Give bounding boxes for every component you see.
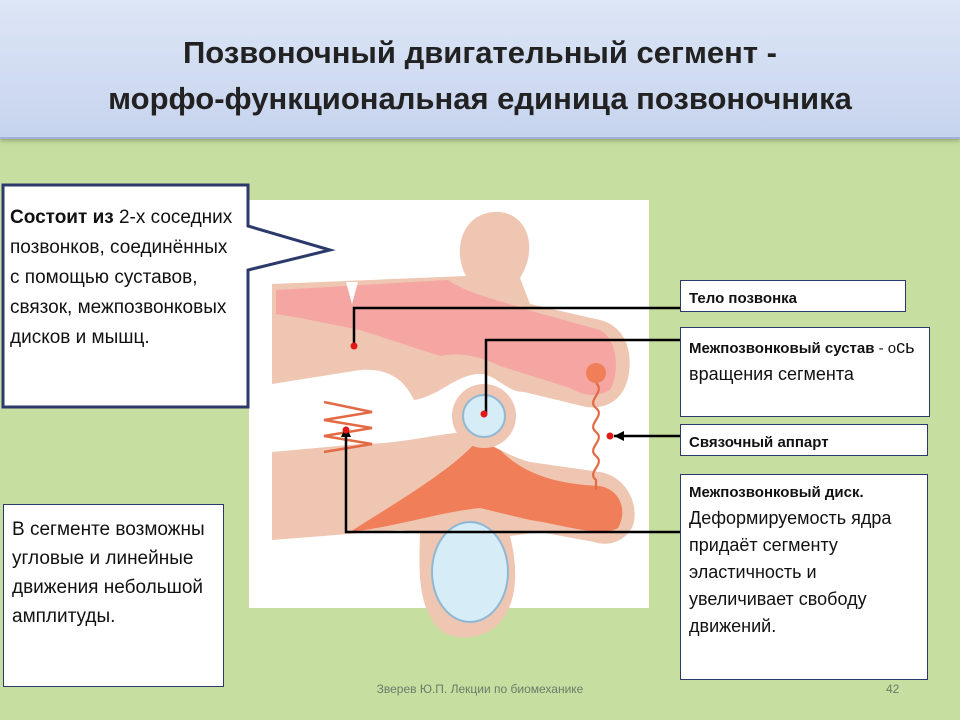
- label-vertebral-body-text: Тело позвонка: [689, 290, 797, 307]
- slide-title-line2: морфо-функциональная единица позвоночник…: [108, 81, 852, 116]
- callout-text: Состоит из 2-х соседних позвонков, соеди…: [10, 203, 240, 353]
- callout-bubble: [1, 183, 336, 409]
- title-banner: Позвоночный двигательный сегмент - морфо…: [0, 0, 960, 139]
- label-disc-rest: Деформируемость ядра придаёт сегменту эл…: [689, 508, 892, 636]
- ligament-arrowhead: [614, 431, 624, 441]
- label-facet-joint: Межпозвонковый сустав - ось вращения сег…: [680, 327, 930, 417]
- slide-title-line1: Позвоночный двигательный сегмент -: [183, 35, 777, 70]
- disc-spring: [323, 400, 373, 454]
- joint-pointer-line: [484, 338, 680, 414]
- body-pointer-line: [352, 306, 682, 346]
- label-ligament: Связочный аппарт: [680, 424, 928, 456]
- footer-text: Зверев Ю.П. Лекции по биомеханике: [376, 682, 584, 696]
- upper-notch: [346, 282, 358, 304]
- note-box: В сегменте возможны угловые и линейные д…: [3, 504, 224, 687]
- body-marker: [350, 342, 358, 350]
- ligament-spring: [592, 382, 600, 490]
- joint-marker: [480, 410, 488, 418]
- disc-marker: [342, 426, 350, 434]
- callout-rest: 2-х соседних позвонков, соединённых с по…: [10, 207, 233, 348]
- ligament-node-lower: [586, 490, 606, 510]
- lower-vertebra-tissue: [350, 440, 623, 532]
- label-vertebral-body: Тело позвонка: [680, 280, 906, 312]
- label-facet-joint-rest: сь вращения сегмента: [689, 337, 915, 384]
- label-disc-bold: Межпозвонковый диск.: [689, 484, 864, 501]
- spinal-canal: [431, 521, 509, 623]
- label-disc: Межпозвонковый диск. Деформируемость ядра…: [680, 474, 928, 680]
- slide-title: Позвоночный двигательный сегмент - морфо…: [0, 30, 960, 122]
- label-ligament-text: Связочный аппарт: [689, 434, 829, 451]
- callout-bold: Состоит из: [10, 207, 114, 228]
- ligament-node-upper: [586, 363, 606, 383]
- label-facet-joint-sep: - о: [874, 340, 897, 357]
- label-facet-joint-bold: Межпозвонковый сустав: [689, 340, 875, 357]
- disc-pointer-line: [344, 428, 680, 534]
- page-number: 42: [886, 682, 900, 696]
- ligament-marker: [606, 432, 614, 440]
